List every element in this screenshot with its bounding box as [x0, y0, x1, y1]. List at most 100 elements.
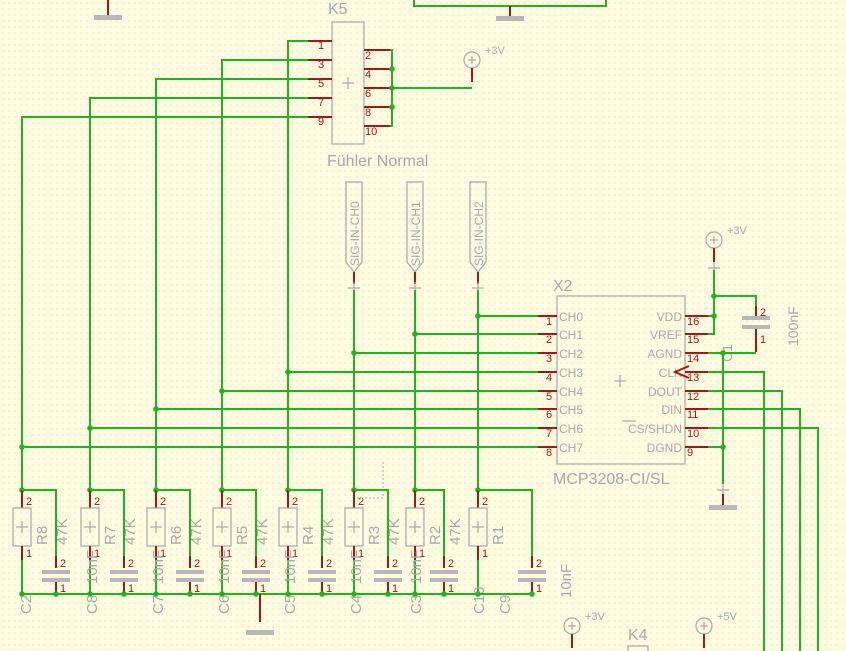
k5-pin-number: 10: [365, 126, 377, 138]
wire-c1-top[interactable]: [714, 295, 757, 308]
x2-pin-name: VDD: [657, 310, 683, 324]
k5-body[interactable]: [331, 21, 365, 145]
k5-ref: K5: [328, 1, 348, 18]
resistor-pin-number: 2: [160, 496, 166, 508]
k5-pin-number: 5: [318, 78, 324, 90]
resistor-pin-number: 2: [292, 496, 298, 508]
junction-dot: [19, 444, 25, 450]
supply-label: +3V: [585, 611, 606, 623]
resistor-ref: R3: [366, 526, 383, 545]
resistor-value: 47K: [188, 518, 205, 545]
x2-pin-name: DGND: [647, 441, 683, 455]
capacitor-ref: C6: [216, 595, 233, 614]
resistor-ref: R2: [427, 526, 444, 545]
wire-spi-bus[interactable]: [708, 371, 765, 651]
x2-pin-name: CH5: [559, 403, 583, 417]
capacitor-pin-number: 1: [128, 583, 134, 595]
wire-cap-top[interactable]: [354, 489, 389, 560]
x2-pin-number: 3: [546, 353, 552, 365]
capacitor-value: 10nF: [216, 550, 233, 584]
capacitor-pin-number: 2: [392, 558, 398, 570]
resistor-pin-number: 2: [94, 496, 100, 508]
x2-pin-number: 9: [687, 447, 693, 459]
k5-pin-number: 6: [365, 88, 371, 100]
wire-vdd[interactable]: [708, 270, 715, 335]
wire-cap-top[interactable]: [222, 489, 257, 560]
capacitor-plate: [742, 316, 770, 320]
capacitor-plate: [374, 578, 402, 582]
x2-pin-number: 14: [687, 353, 699, 365]
capacitor-pin-number: 2: [448, 558, 454, 570]
wire-k5-route[interactable]: [221, 59, 308, 490]
resistor-pin-number: 1: [482, 548, 488, 560]
wire-spi-bus[interactable]: [708, 390, 783, 651]
x2-ref: X2: [553, 278, 573, 295]
ground-icon: [709, 505, 737, 510]
capacitor-plate: [42, 570, 70, 574]
signal-flag[interactable]: [406, 181, 424, 273]
wire-cap-top[interactable]: [156, 489, 191, 560]
wire-k5-route[interactable]: [89, 97, 308, 490]
resistor-pin-number: 2: [358, 496, 364, 508]
x2-pin-name: CH7: [559, 441, 583, 455]
resistor-pin-number: 1: [419, 548, 425, 560]
junction-dot: [389, 66, 395, 72]
ground-icon: [94, 15, 122, 20]
signal-label: SIG-IN-CH1: [409, 201, 423, 266]
x2-pin-number: 10: [687, 428, 699, 440]
signal-flag[interactable]: [469, 181, 487, 273]
k5-pin-number: 1: [318, 40, 324, 52]
k5-pin-number: 7: [318, 97, 324, 109]
c1-pin-number: 1: [760, 334, 766, 346]
capacitor-plate: [518, 570, 546, 574]
wire-cap-top[interactable]: [478, 489, 533, 560]
k5-pin-number: 4: [365, 69, 371, 81]
capacitor-ref: C5: [282, 595, 299, 614]
x2-pin-name: DOUT: [648, 385, 683, 399]
x2-pin-number: 13: [687, 372, 699, 384]
wire-spi-bus[interactable]: [708, 408, 801, 651]
ground-icon: [496, 16, 524, 21]
x2-pin-number: 1: [546, 316, 552, 328]
resistor-value: 47K: [386, 518, 403, 545]
x2-value: MCP3208-CI/SL: [553, 471, 670, 488]
resistor-pin-number: 2: [226, 496, 232, 508]
resistor-ref: R8: [34, 526, 51, 545]
resistor-ref: R5: [234, 526, 251, 545]
wire-k5-route[interactable]: [155, 78, 308, 490]
wire-k5-route[interactable]: [287, 40, 308, 490]
resistor-value: 47K: [122, 518, 139, 545]
capacitor-pin-number: 1: [60, 583, 66, 595]
x2-pin-name: AGND: [647, 347, 682, 361]
capacitor-plate: [374, 570, 402, 574]
wire-k5-route[interactable]: [21, 116, 308, 490]
wire-cap-top[interactable]: [22, 489, 57, 560]
wire-cap-top[interactable]: [90, 489, 125, 560]
wire-cap-top[interactable]: [415, 489, 445, 560]
capacitor-plate: [176, 578, 204, 582]
resistor-value: 47K: [254, 518, 271, 545]
resistor-ref: R1: [490, 526, 507, 545]
signal-label: SIG-IN-CH0: [348, 201, 362, 266]
resistor-pin-number: 2: [482, 496, 488, 508]
x2-pin-name: CH2: [559, 347, 583, 361]
x2-pin-number: 5: [546, 391, 552, 403]
x2-body[interactable]: [556, 295, 686, 465]
supply-label: +3V: [485, 45, 506, 57]
capacitor-plate: [242, 578, 270, 582]
wire-spi-bus[interactable]: [708, 427, 819, 651]
wire-top[interactable]: [413, 0, 607, 7]
signal-flag[interactable]: [345, 181, 363, 273]
supply-label: +3V: [727, 225, 748, 237]
wire-cap-top[interactable]: [288, 489, 323, 560]
capacitor-plate: [110, 578, 138, 582]
k4-ref: K4: [628, 627, 648, 644]
resistor-pin-number: 1: [26, 548, 32, 560]
x2-pin-number: 11: [687, 409, 698, 421]
k4-body[interactable]: [627, 645, 649, 651]
capacitor-pin-number: 1: [392, 583, 398, 595]
junction-dot: [219, 388, 225, 394]
x2-pin-number: 2: [546, 334, 552, 346]
